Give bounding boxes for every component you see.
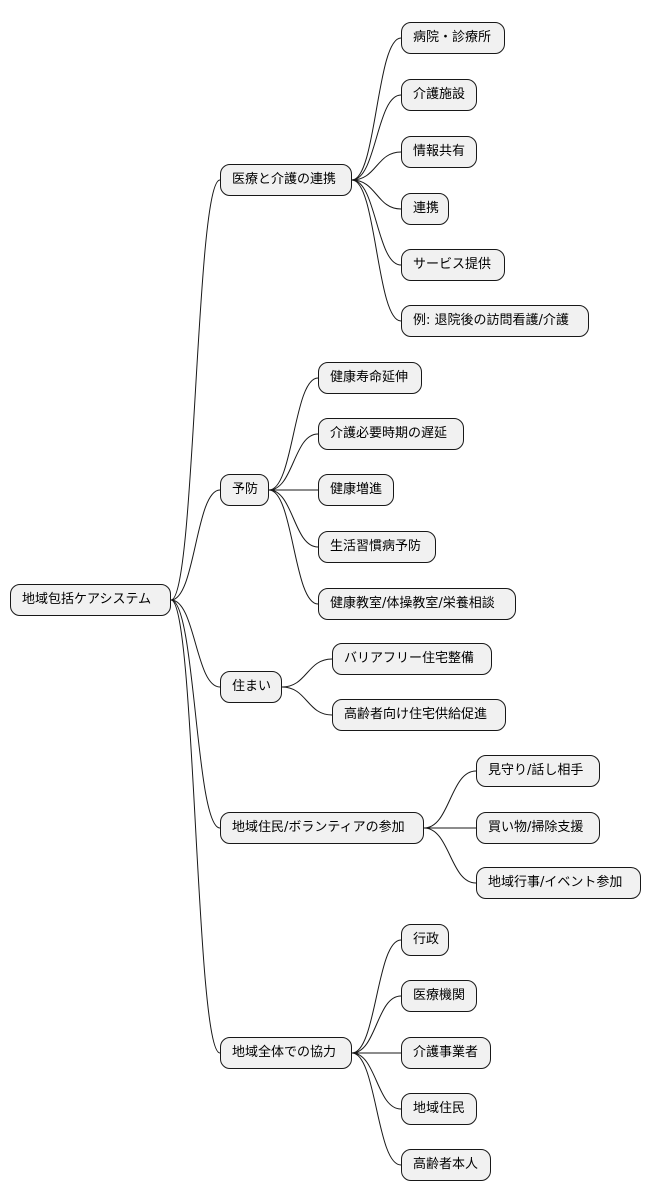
connector-line [281,658,333,688]
leaf-node: 健康増進 [318,474,394,506]
leaf-node: 例: 退院後の訪問看護/介護 [401,305,589,337]
connector-line [170,599,221,1054]
leaf-node: 病院・診療所 [401,22,505,54]
connector-line [351,151,402,181]
leaf-node: 高齢者本人 [401,1149,491,1181]
connector-line [423,827,477,884]
connector-line [351,179,402,266]
leaf-node: 地域住民 [401,1093,477,1125]
connector-line [351,37,402,181]
connector-line [351,94,402,181]
branch-node: 地域全体での協力 [220,1037,352,1069]
branch-node: 医療と介護の連携 [220,164,352,196]
connector-line [351,179,402,210]
connector-line [268,377,319,491]
leaf-node: 生活習慣病予防 [318,531,436,563]
connector-line [170,599,221,829]
connector-line [281,686,333,716]
connector-line [170,489,221,601]
leaf-node: 健康教室/体操教室/栄養相談 [318,588,516,620]
leaf-node: 地域行事/イベント参加 [476,867,641,899]
leaf-node: 高齢者向け住宅供給促進 [332,699,506,731]
connector-line [170,599,221,688]
connector-line [268,489,319,548]
branch-node: 地域住民/ボランティアの参加 [220,812,424,844]
leaf-node: サービス提供 [401,249,505,281]
connector-line [351,1052,402,1166]
leaf-node: 買い物/掃除支援 [476,812,600,844]
connector-line [268,433,319,491]
leaf-node: 連携 [401,193,449,225]
leaf-node: 見守り/話し相手 [476,755,600,787]
connector-line [351,939,402,1054]
leaf-node: 介護事業者 [401,1037,491,1069]
connector-line [351,1052,402,1110]
leaf-node: 情報共有 [401,136,477,168]
leaf-node: 行政 [401,924,449,956]
connector-line [170,179,221,601]
leaf-node: 介護必要時期の遅延 [318,418,464,450]
leaf-node: バリアフリー住宅整備 [332,643,492,675]
leaf-node: 介護施設 [401,79,477,111]
root-node: 地域包括ケアシステム [10,584,171,616]
branch-node: 予防 [220,474,269,506]
leaf-node: 医療機関 [401,980,477,1012]
connector-line [351,179,402,322]
branch-node: 住まい [220,671,282,703]
connector-line [423,770,477,829]
connector-line [351,995,402,1054]
connector-line [268,489,319,605]
leaf-node: 健康寿命延伸 [318,362,422,394]
